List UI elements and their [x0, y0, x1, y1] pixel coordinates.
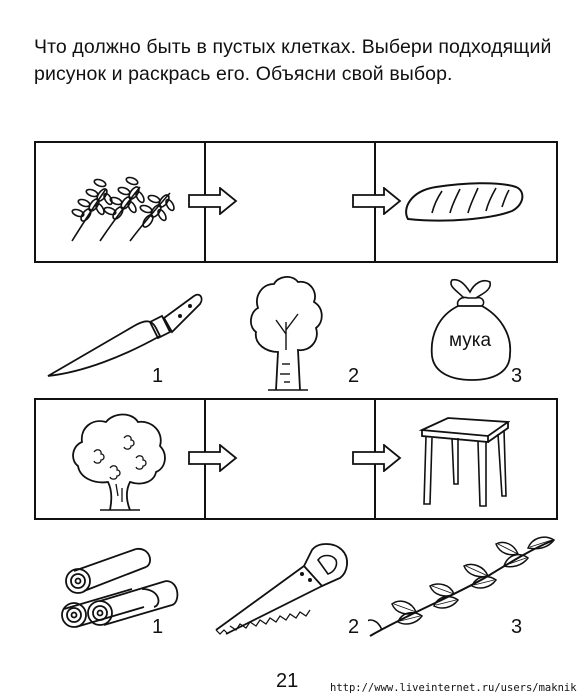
- arrow-icon: [188, 187, 238, 215]
- credit-link[interactable]: http://www.liveinternet.ru/users/maknika…: [330, 682, 577, 694]
- tree-icon: [72, 413, 166, 511]
- option-number-3: 3: [511, 616, 523, 638]
- instruction-text: Что должно быть в пустых клетках. Выбери…: [34, 36, 552, 85]
- page-number: 21: [276, 670, 299, 692]
- cell-3: [376, 400, 556, 518]
- option-number-2: 2: [348, 616, 360, 638]
- knife-icon[interactable]: [44, 286, 204, 380]
- bread-loaf-icon: [405, 182, 524, 222]
- cell-3: [376, 143, 556, 261]
- saw-icon[interactable]: [210, 540, 350, 636]
- cell-1: [36, 400, 206, 518]
- flour-bag-label: мука: [448, 330, 492, 351]
- birch-tree-icon[interactable]: [246, 272, 328, 396]
- option-number-1: 1: [152, 365, 164, 387]
- arrow-icon: [352, 187, 402, 215]
- option-number-2: 2: [348, 365, 360, 387]
- logs-icon[interactable]: [60, 545, 180, 631]
- wheat-icon: [71, 176, 175, 242]
- arrow-icon: [188, 444, 238, 472]
- sequence-row-2: [34, 398, 558, 520]
- arrow-icon: [352, 444, 402, 472]
- leafy-branch-icon[interactable]: [368, 534, 558, 640]
- sequence-row-1: [34, 141, 558, 263]
- flour-bag-icon[interactable]: [428, 276, 514, 384]
- cell-1: [36, 143, 206, 261]
- stool-icon: [418, 417, 510, 507]
- option-number-1: 1: [152, 616, 164, 638]
- option-number-3: 3: [511, 365, 523, 387]
